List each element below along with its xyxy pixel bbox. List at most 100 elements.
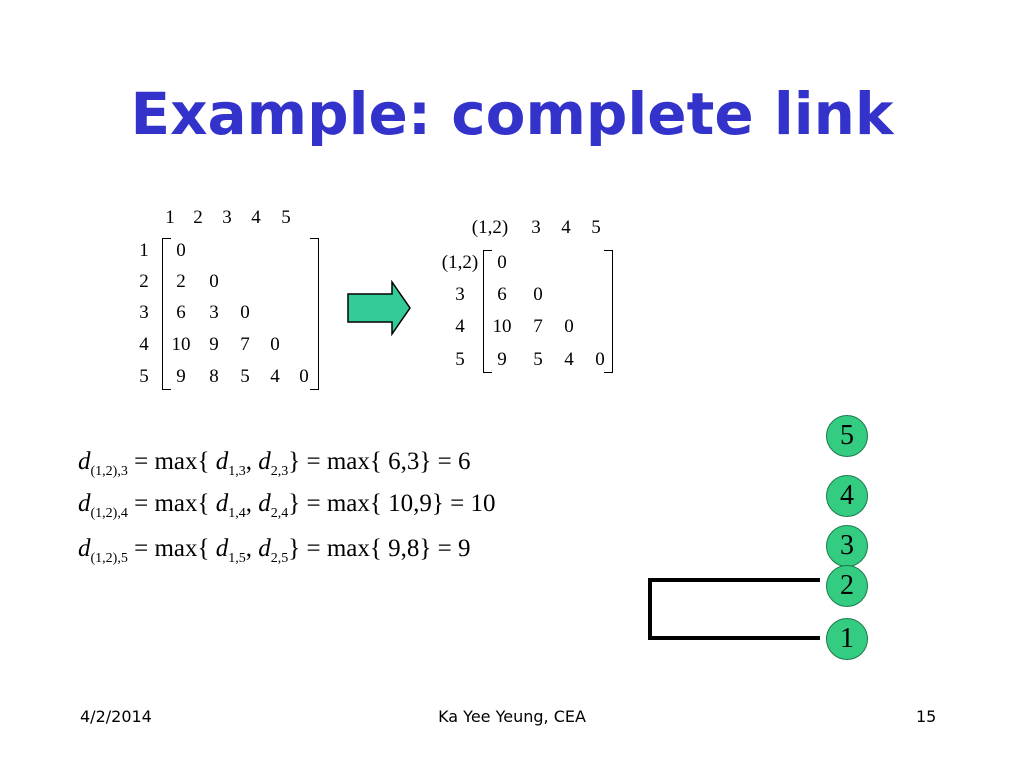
eq-subscript: 1,5 [228,551,246,566]
eq-comma: , [245,490,252,517]
eq-max: max [154,448,198,475]
matrix-cell: 4 [564,349,574,370]
eq-values: 6,3 [388,448,420,475]
matrix-cell: 0 [270,334,280,355]
col-header: 4 [251,207,261,228]
matrix-cell: 0 [176,240,186,261]
matrix-cell: 0 [209,271,219,292]
matrix-cell: 5 [533,349,543,370]
eq-equals: = [450,490,465,517]
dendrogram-node: 5 [826,415,868,457]
eq-subscript: 2,4 [270,506,289,521]
matrix-left-bracket [162,238,171,390]
eq-max: max [326,490,370,517]
col-header: 5 [281,207,291,228]
matrix-cell: 8 [209,366,219,387]
matrix-cell: 0 [497,252,507,273]
matrix-cell: 2 [176,271,186,292]
matrix-left-bracket [483,250,492,373]
matrix-cell: 0 [564,316,574,337]
slide-title: Example: complete link [130,80,894,148]
eq-values: 9,8 [388,535,420,562]
matrix-cell: 9 [176,366,186,387]
eq-result: 9 [458,535,471,562]
matrix-cell: 5 [240,366,250,387]
eq-equals: = [437,448,452,475]
eq-symbol-d: d [215,535,229,562]
eq-subscript: (1,2),5 [90,551,128,566]
footer-page-number: 15 [916,707,937,726]
matrix-cell: 6 [497,284,507,305]
matrix-cell: 9 [497,349,507,370]
col-header: 3 [531,217,541,238]
matrix-cell: 6 [176,302,186,323]
eq-subscript: 2,3 [270,464,289,479]
equation-row: d(1,2),4 = max{ d1,4, d2,4} = max{ 10,9}… [78,490,496,521]
equation-row: d(1,2),5 = max{ d1,5, d2,5} = max{ 9,8} … [78,535,471,566]
eq-max: max [154,535,198,562]
eq-symbol-d: d [78,535,91,562]
col-header: (1,2) [471,217,509,238]
eq-comma: , [245,448,252,475]
eq-equals: = [306,535,321,562]
eq-subscript: (1,2),4 [90,506,128,521]
col-header: 1 [165,207,175,228]
col-header: 4 [561,217,571,238]
row-header: 4 [139,334,149,355]
matrix-cell: 0 [240,302,250,323]
matrix-cell: 10 [492,316,512,337]
col-header: 2 [193,207,203,228]
matrix-right-bracket [310,238,319,390]
row-header: 5 [139,366,149,387]
dendrogram-lines [648,578,820,640]
eq-max: max [326,535,370,562]
dendrogram-node: 4 [826,475,868,517]
equation-row: d(1,2),3 = max{ d1,3, d2,3} = max{ 6,3} … [78,448,471,479]
eq-equals: = [134,535,149,562]
matrix-cell: 0 [533,284,543,305]
row-header: 3 [139,302,149,323]
matrix-cell: 0 [299,366,309,387]
eq-equals: = [306,448,321,475]
dendrogram-node: 3 [826,525,868,567]
row-header: 5 [455,349,465,370]
right-arrow-icon [347,280,411,336]
row-header: 1 [139,240,149,261]
row-header: 3 [455,284,465,305]
row-header: (1,2) [441,252,479,273]
row-header: 2 [139,271,149,292]
eq-subscript: 1,4 [228,506,246,521]
matrix-cell: 0 [595,349,605,370]
eq-comma: , [245,535,252,562]
matrix-cell: 4 [270,366,280,387]
eq-symbol-d: d [258,535,271,562]
eq-symbol-d: d [258,448,271,475]
eq-equals: = [134,448,149,475]
col-header: 3 [222,207,232,228]
eq-equals: = [134,490,149,517]
matrix-right-bracket [604,250,613,373]
eq-symbol-d: d [78,490,91,517]
eq-symbol-d: d [215,490,229,517]
eq-subscript: (1,2),3 [90,464,128,479]
eq-max: max [154,490,198,517]
footer-date: 4/2/2014 [80,707,152,726]
eq-symbol-d: d [78,448,91,475]
dendrogram-node: 2 [826,565,868,607]
footer-author: Ka Yee Yeung, CEA [438,707,586,726]
eq-subscript: 2,5 [270,551,289,566]
eq-equals: = [437,535,452,562]
matrix-cell: 9 [209,334,219,355]
eq-result: 10 [470,490,496,517]
eq-values: 10,9 [388,490,432,517]
matrix-cell: 7 [533,316,543,337]
eq-symbol-d: d [258,490,271,517]
eq-result: 6 [458,448,471,475]
row-header: 4 [455,316,465,337]
col-header: 5 [591,217,601,238]
matrix-cell: 3 [209,302,219,323]
eq-symbol-d: d [215,448,229,475]
matrix-cell: 10 [171,334,191,355]
matrix-cell: 7 [240,334,250,355]
eq-max: max [326,448,370,475]
